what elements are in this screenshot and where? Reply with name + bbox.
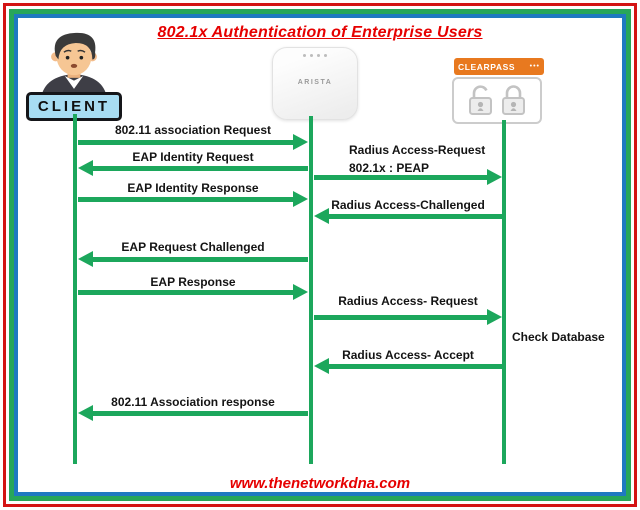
- arrow-left-icon: [78, 160, 308, 176]
- client-label-banner: CLIENT: [26, 92, 122, 121]
- server-lifeline: [502, 120, 506, 464]
- arrow-left-icon: [314, 208, 502, 224]
- arrow-right-icon: [78, 284, 308, 300]
- message-label: EAP Response: [150, 275, 236, 289]
- arrow-left-icon: [78, 251, 308, 267]
- clearpass-label: CLEARPASS: [458, 61, 516, 72]
- message-label: Radius Access-Request: [349, 143, 486, 157]
- arrow-left-icon: [78, 405, 308, 421]
- arrow-right-icon: [78, 134, 308, 150]
- padlock-open-icon: [468, 85, 492, 115]
- check-database-note: Check Database: [512, 330, 605, 344]
- message-label: Radius Access- Accept: [342, 348, 474, 362]
- access-point-icon: ARISTA: [272, 47, 358, 120]
- message-label: EAP Identity Response: [127, 181, 259, 195]
- message-label: 802.11 association Request: [114, 123, 272, 137]
- message-label-group: Radius Access-Request 802.1x : PEAP: [349, 141, 485, 177]
- message-label: 802.11 Association response: [111, 395, 275, 409]
- client-avatar-icon: [41, 32, 107, 98]
- arrow-right-icon: [314, 169, 502, 185]
- padlock-closed-icon: [501, 85, 525, 115]
- arrow-right-icon: [314, 309, 502, 325]
- client-lifeline: [73, 114, 77, 464]
- website-url: www.thenetworkdna.com: [229, 475, 411, 492]
- page-title: 802.1x Authentication of Enterprise User…: [157, 24, 483, 41]
- ap-vent-dots: [273, 54, 357, 57]
- client-label: CLIENT: [37, 98, 111, 115]
- message-label: Radius Access- Request: [338, 294, 478, 308]
- access-point-label: ARISTA: [297, 79, 333, 86]
- clearpass-server: CLEARPASS •••: [450, 58, 546, 124]
- access-point-lifeline: [309, 116, 313, 464]
- clearpass-menu-dots-icon: •••: [529, 63, 540, 70]
- client-actor: CLIENT: [26, 32, 122, 124]
- message-label: EAP Identity Request: [132, 150, 254, 164]
- message-sublabel: 802.1x : PEAP: [349, 161, 430, 175]
- message-label: Radius Access-Challenged: [331, 198, 485, 212]
- arrow-right-icon: [78, 191, 308, 207]
- clearpass-header: CLEARPASS •••: [454, 58, 544, 75]
- clearpass-lock-box: [452, 77, 542, 124]
- arrow-left-icon: [314, 358, 502, 374]
- message-label: EAP Request Challenged: [121, 240, 265, 254]
